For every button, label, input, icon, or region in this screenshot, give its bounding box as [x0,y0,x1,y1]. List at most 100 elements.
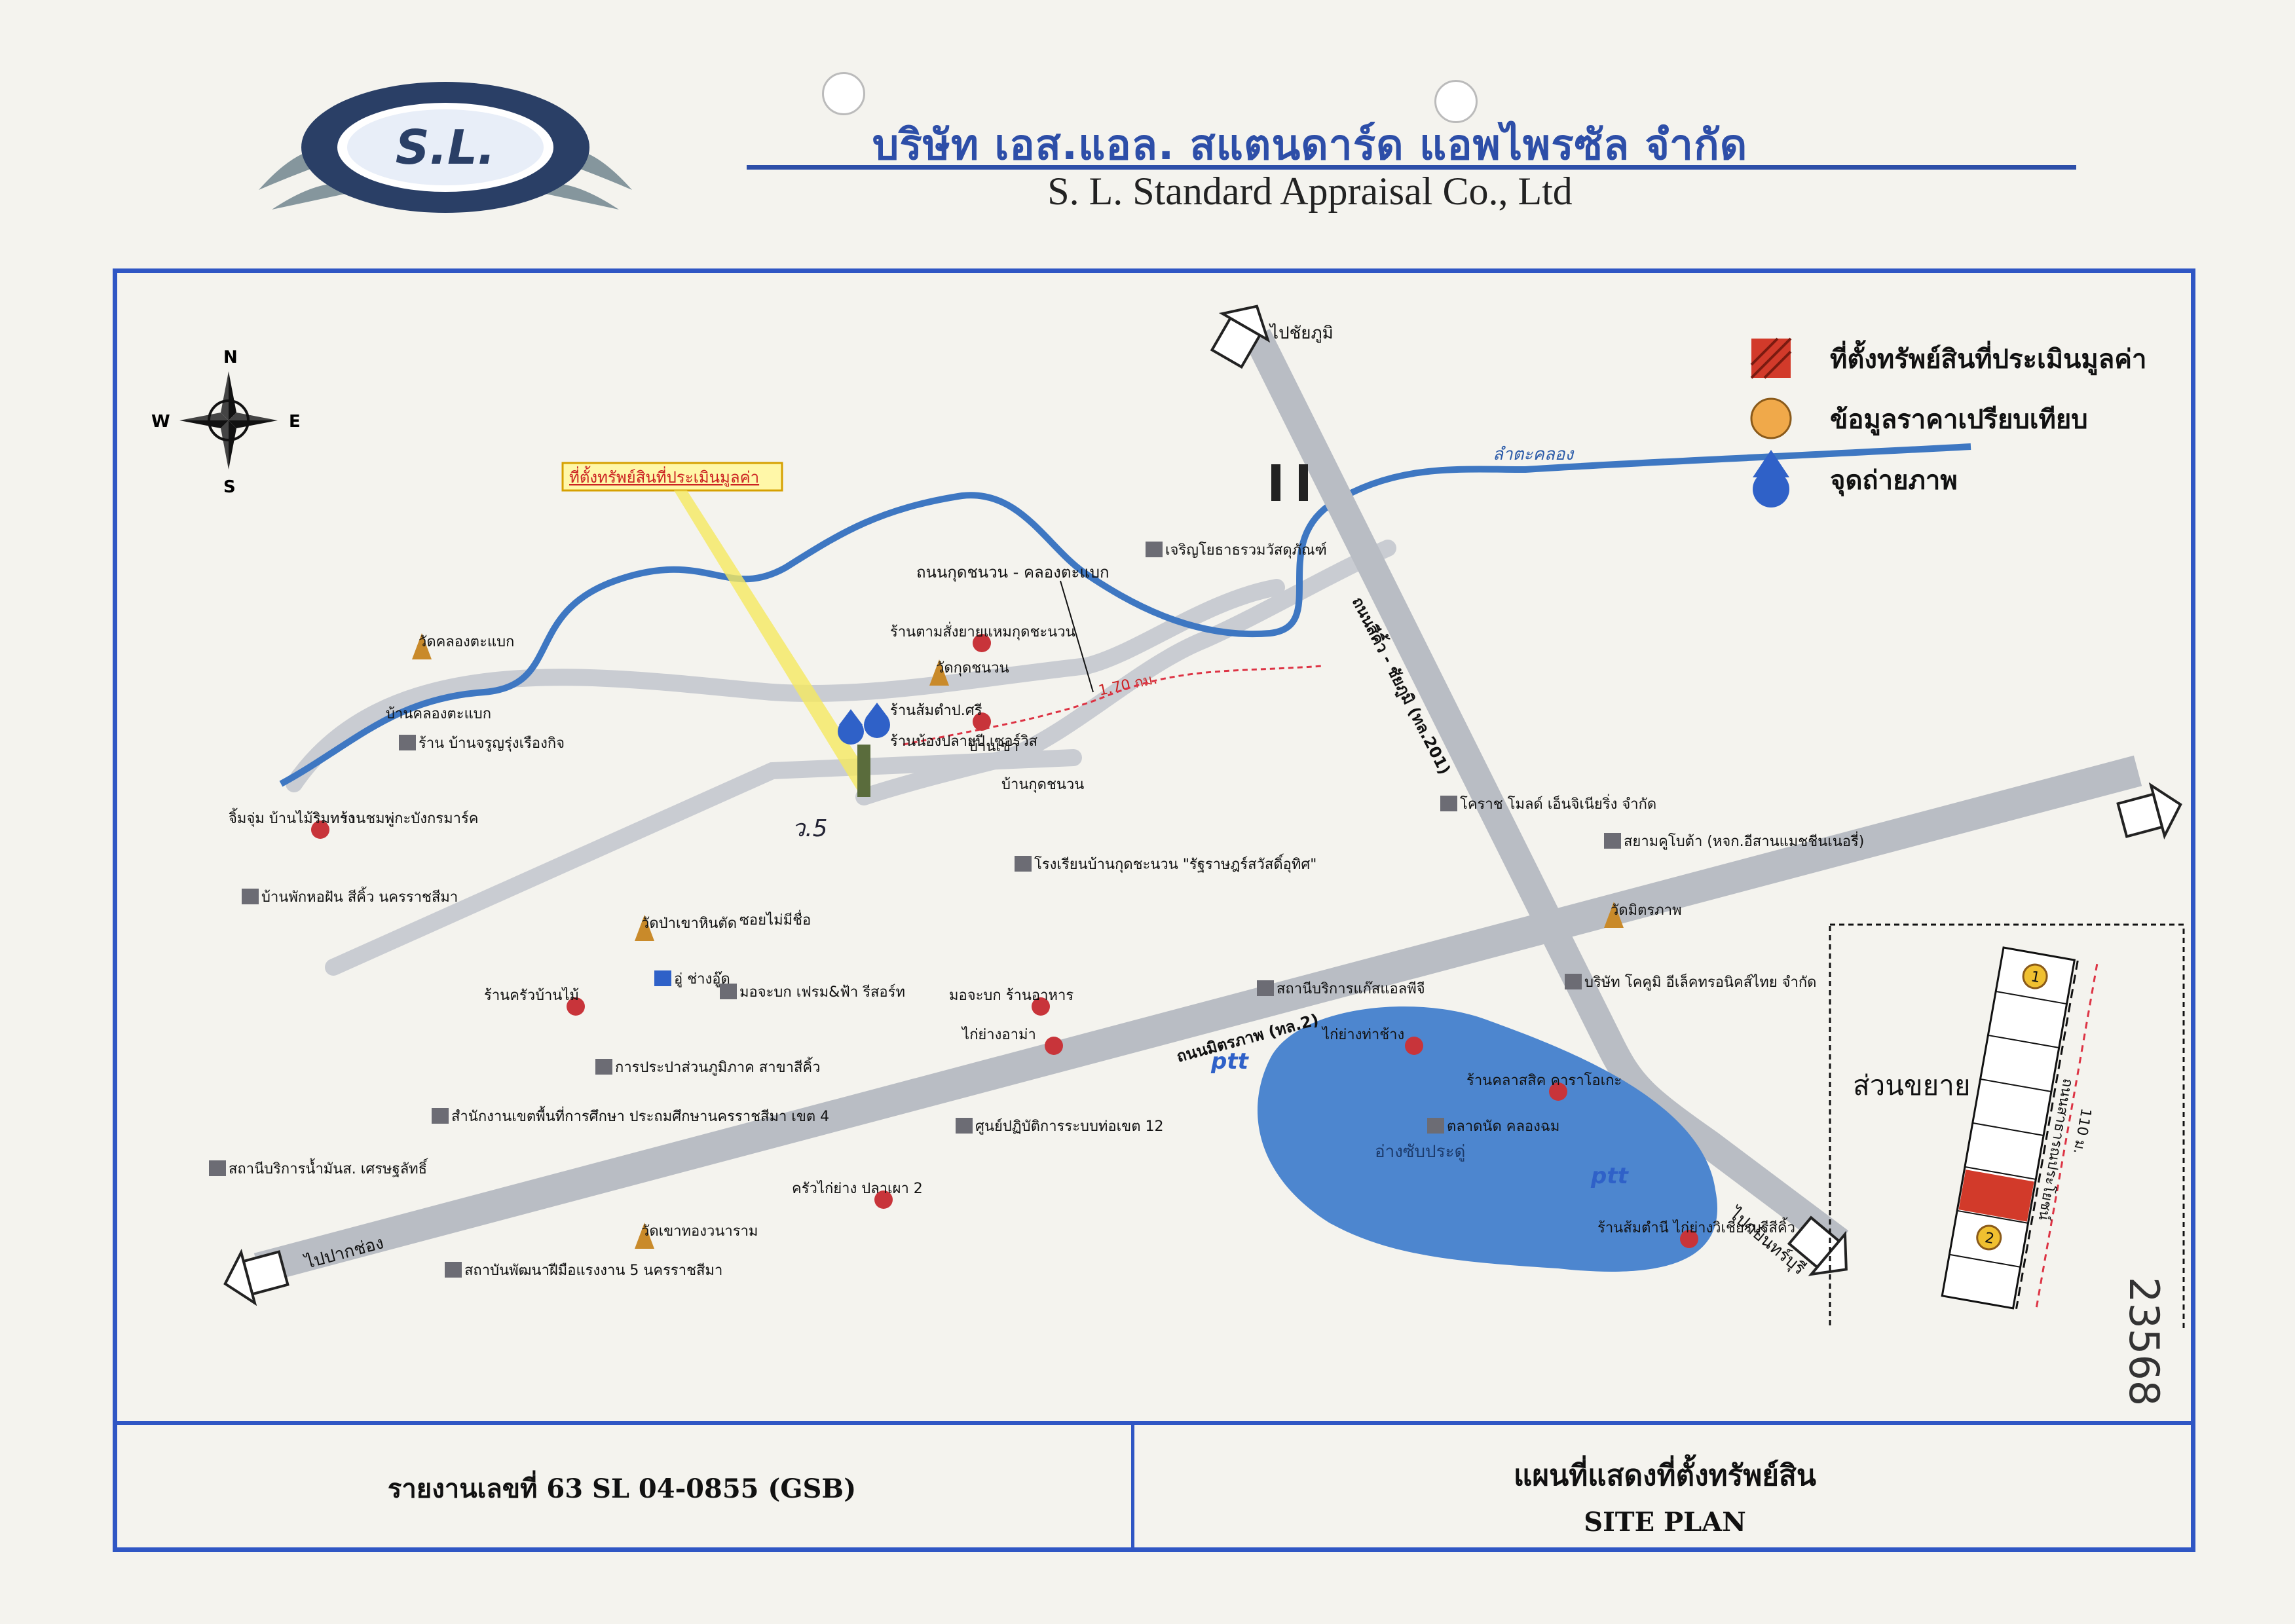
place-marker: ร้านน้องปลายปี เซอร์วิส [890,733,1038,750]
place-marker: ร้านชมพู่กะบังกรมาร์ค [340,811,479,827]
legend-label-subject: ที่ตั้งทรัพย์สินที่ประเมินมูลค่า [1830,340,2147,375]
place-label: โรงเรียนบ้านกุดชะนวน "รัฐราษฎร์สวัสดิ์อุ… [1034,854,1316,873]
place-marker: ไก่ย่างอาม่า [961,1026,1063,1055]
comparable-marker-icon [1405,1037,1423,1055]
place-label: ไก่ย่างอาม่า [961,1026,1036,1043]
canal-label: ลำตะคลอง [1493,445,1575,464]
distance-route [903,665,1323,746]
place-marker: ร้านส้มตำป.ศรี [890,703,991,731]
place-label: ร้านส้มตำนี ไก่ย่างวิเชียรบุรีสีคิ้ว [1597,1217,1795,1236]
place-label: บ้านเข่า [969,739,1018,755]
inset-distance-label: 110 ม. [2070,1107,2094,1155]
compass-n: N [223,348,238,367]
place-marker: สถาบันพัฒนาฝีมือแรงงาน 5 นครราชสีมา [445,1262,722,1279]
temple-icon [929,659,949,686]
highway-2 [253,755,2142,1284]
comparable-marker-icon [874,1190,893,1209]
legend-label-comparable: ข้อมูลราคาเปรียบเทียบ [1830,405,2088,435]
comparable-marker-icon [311,821,329,839]
place-marker: วัดกุดชนวน [929,659,1009,686]
place-marker: วัดคลองตะแบก [412,633,514,659]
place-marker: โคราช โมลด์ เอ็นจิเนียริ่ง จำกัด [1440,794,1656,813]
photo-point-icon [838,709,864,745]
place-marker: วัดเขาทองวนาราม [635,1223,758,1249]
building-icon [1604,833,1621,849]
place-label: ร้านคลาสสิค คาราโอเกะ [1466,1072,1622,1089]
place-marker: บ้านกุดชนวน [1001,777,1084,793]
place-marker: บ้านคลองตะแบก [386,706,491,722]
ptt-logo: ptt [1210,1048,1250,1075]
road-label-chaiyaphum: ไปชัยภูมิ [1269,323,1334,343]
place-label: วัดคลองตะแบก [419,634,514,650]
footer: รายงานเลขที่ 63 SL 04-0855 (GSB) แผนที่แ… [113,1421,2195,1552]
callout-box [561,462,783,492]
place-label: ร้านน้องปลายปี เซอร์วิส [890,733,1038,750]
place-label: วัดเขาทองวนาราม [641,1223,758,1240]
place-label: เจริญโยธาธรวมวัสดุภัณฑ์ [1165,542,1327,559]
place-marker: การประปาส่วนภูมิภาค สาขาสีคิ้ว [595,1057,820,1076]
vehicle-icon [654,970,671,986]
place-marker: บ้านเข่า [969,739,1018,755]
place-marker: ไก่ย่างท่าช้าง [1321,1026,1423,1055]
place-label: ร้านส้มตำป.ศรี [890,703,982,719]
punch-hole [822,72,865,115]
legend-label-photo: จุดถ่ายภาพ [1830,466,1958,497]
reservoir [1257,1006,1717,1272]
place-marker: ร้าน บ้านจรูญรุ่งเรืองกิจ [399,735,565,752]
place-label: ร้านตามสั่งยายแหมกุดชะนวน [890,621,1075,640]
legend-item-photo: จุดถ่ายภาพ [1753,450,1958,507]
comparable-marker-icon [973,634,991,652]
building-icon [399,735,416,750]
place-marker: ศูนย์ปฏิบัติการระบบท่อเขต 12 [956,1118,1163,1135]
building-icon [956,1118,973,1134]
place-marker: ร้านตามสั่งยายแหมกุดชะนวน [890,621,1075,652]
canal-river [279,443,1971,787]
place-marker: มอจะบก เฟรม&ฟ้า รีสอร์ท [720,984,905,1001]
company-name-english: S. L. Standard Appraisal Co., Ltd [1047,170,1573,213]
place-label: วัดป่าเขาหินตัด [641,915,737,932]
station-icon [1257,980,1274,996]
place-label: จิ้มจุ่ม บ้านไม้ริมทาง [229,808,355,827]
plan-title-thai: แผนที่แสดงที่ตั้งทรัพย์สิน [1514,1459,1816,1492]
plan-title-english: SITE PLAN [1584,1507,1746,1538]
place-label: ครัวไก่ย่าง ปลาเผา 2 [792,1180,923,1197]
inset-panel: ส่วนขยาย 1 2 ถนนสาธารณประโยชน์ 110 ม. [1829,923,2185,1329]
place-marker: ครัวไก่ย่าง ปลาเผา 2 [792,1180,923,1209]
place-marker: ร้านส้มตำนี ไก่ย่างวิเชียรบุรีสีคิ้ว [1597,1217,1795,1248]
temple-icon [1604,902,1624,928]
place-label: การประปาส่วนภูมิภาค สาขาสีคิ้ว [615,1057,820,1076]
comparable-marker-icon [1549,1082,1567,1101]
place-marker: บริษัท โคคูมิ อีเล็คทรอนิคส์ไทย จำกัด [1565,972,1816,991]
station-icon [209,1160,226,1176]
place-label: สำนักงานเขตพื้นที่การศึกษา ประถมศึกษานคร… [451,1106,829,1125]
building-icon [595,1059,612,1075]
inset-title: ส่วนขยาย [1853,1069,1970,1101]
company-logo: S.L. [259,82,632,213]
building-icon [720,984,737,999]
comparable-marker-icon [1032,997,1050,1016]
map-frame [113,268,2195,1552]
place-label: สถานีบริการแก๊สแอลพีจี [1277,981,1425,997]
callout-label: ที่ตั้งทรัพย์สินที่ประเมินมูลค่า [569,466,759,487]
building-icon [1440,796,1457,811]
building-icon [432,1108,449,1124]
place-marker: ร้านคลาสสิค คาราโอเกะ [1466,1072,1622,1101]
svg-text:S.L.: S.L. [396,120,495,175]
site-map: ลำตะคลอง อ่างซับประดู่ ไปชัยภูมิ ไปปากช่… [151,304,2185,1329]
footer-report-cell: รายงานเลขที่ 63 SL 04-0855 (GSB) [113,1425,1134,1552]
reservoir-label: อ่างซับประดู่ [1375,1142,1465,1162]
place-marker: สำนักงานเขตพื้นที่การศึกษา ประถมศึกษานคร… [432,1106,829,1125]
company-name-thai: บริษัท เอส.แอล. สแตนดาร์ด แอพไพรซัล จำกั… [872,121,1748,170]
footer-title-cell: แผนที่แสดงที่ตั้งทรัพย์สิน SITE PLAN [1134,1425,2195,1552]
place-marker: วัดมิตรภาพ [1604,902,1682,928]
subject-property-marker [857,745,870,797]
compass-w: W [151,412,170,432]
place-label: บ้านกุดชนวน [1001,777,1084,793]
place-label: มอจะบก เฟรม&ฟ้า รีสอร์ท [739,984,905,1001]
inset-subject-plot [1958,1170,2034,1222]
place-marker: จิ้มจุ่ม บ้านไม้ริมทาง [229,808,355,839]
place-marker: มอจะบก ร้านอาหาร [949,987,1073,1016]
header-divider [747,165,2076,170]
comparable-marker-icon [973,712,991,731]
